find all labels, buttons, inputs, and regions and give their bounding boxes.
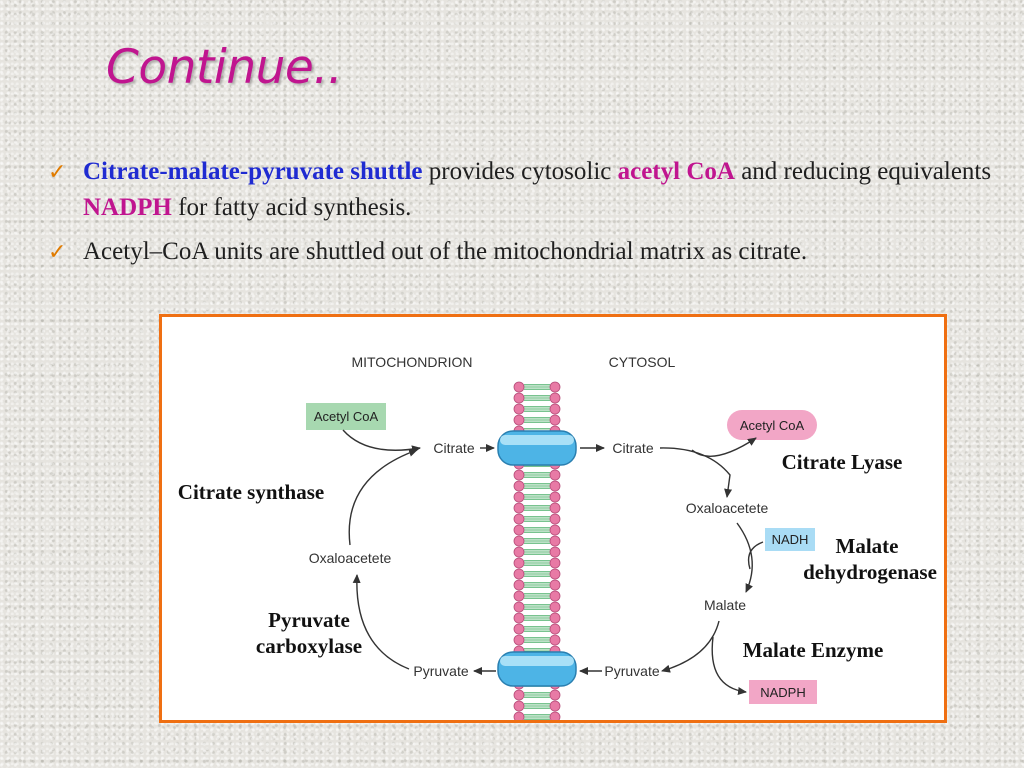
arrow — [711, 636, 747, 695]
lipid-head — [549, 491, 561, 503]
arrow — [352, 574, 410, 670]
lipid-head — [549, 557, 561, 569]
mitochondrion-label: MITOCHONDRION — [351, 354, 472, 370]
acetyl-coa-cyto: Acetyl CoA — [740, 418, 805, 433]
lipid-head — [549, 502, 561, 514]
lipid-head — [513, 700, 525, 712]
enzyme-pyruvate-carboxylase: Pyruvate — [268, 608, 350, 632]
lipid-head — [549, 513, 561, 525]
lipid-head — [549, 689, 561, 701]
enzyme-citrate-lyase: Citrate Lyase — [782, 450, 903, 474]
lipid-head — [549, 711, 561, 723]
lipid-head — [513, 546, 525, 558]
lipid-head — [549, 634, 561, 646]
arrow — [348, 448, 418, 546]
lipid-head — [513, 480, 525, 492]
lipid-head — [513, 634, 525, 646]
enzyme-malate-dehydrogenase: Malate — [836, 534, 899, 558]
acetyl-coa-mito: Acetyl CoA — [314, 409, 379, 424]
lipid-head — [513, 711, 525, 723]
lipid-head — [549, 612, 561, 624]
lipid-head — [513, 524, 525, 536]
nadh: NADH — [772, 532, 809, 547]
lipid-head — [549, 381, 561, 393]
lipid-head — [549, 524, 561, 536]
lipid-head — [513, 403, 525, 415]
bullet-text: NADPH — [83, 194, 172, 221]
transporter-highlight — [500, 435, 574, 445]
lipid-head — [549, 623, 561, 635]
enzyme-pyruvate-carboxylase: carboxylase — [256, 634, 362, 658]
bullet-text: and reducing equivalents — [734, 158, 992, 185]
lipid-head — [513, 502, 525, 514]
oxaloacetate-mito: Oxaloacetete — [309, 550, 392, 566]
lipid-head — [549, 392, 561, 404]
lipid-head — [549, 403, 561, 415]
enzyme-malate-enzyme: Malate Enzyme — [743, 638, 884, 662]
lipid-head — [513, 601, 525, 613]
bullet-text: for fatty acid synthesis. — [171, 194, 412, 221]
arrow — [747, 541, 764, 570]
lipid-head — [549, 590, 561, 602]
slide-title: Continue.. — [106, 40, 343, 95]
pyruvate-cyto: Pyruvate — [604, 663, 659, 679]
enzyme-citrate-synthase: Citrate synthase — [178, 480, 324, 504]
lipid-head — [513, 612, 525, 624]
lipid-head — [513, 535, 525, 547]
lipid-head — [549, 601, 561, 613]
oxaloacetate-cyto: Oxaloacetete — [686, 500, 769, 516]
transporter-highlight — [500, 656, 574, 666]
lipid-head — [549, 535, 561, 547]
lipid-head — [513, 557, 525, 569]
lipid-head — [513, 579, 525, 591]
citrate-mito: Citrate — [433, 440, 474, 456]
bullet-text: provides cytosolic — [422, 158, 618, 185]
lipid-head — [513, 469, 525, 481]
checkmark-icon: ✓ — [48, 159, 67, 184]
lipid-head — [549, 568, 561, 580]
lipid-head — [549, 546, 561, 558]
lipid-head — [513, 590, 525, 602]
lipid-head — [513, 689, 525, 701]
lipid-head — [549, 579, 561, 591]
shuttle-diagram: MITOCHONDRION CYTOSOL Acetyl CoA Acetyl … — [159, 314, 947, 723]
checkmark-icon: ✓ — [48, 239, 67, 264]
cytosol-label: CYTOSOL — [609, 354, 676, 370]
lipid-head — [549, 414, 561, 426]
acetyl-coa-mito-box — [306, 403, 386, 430]
nadph-box — [749, 680, 817, 704]
lipid-head — [549, 480, 561, 492]
citrate-cyto: Citrate — [612, 440, 653, 456]
enzyme-malate-dehydrogenase: dehydrogenase — [803, 560, 937, 584]
bullet-text: Acetyl–CoA units are shuttled out of the… — [83, 238, 808, 265]
bullet-text: acetyl CoA — [617, 158, 735, 185]
shuttle-diagram-svg: MITOCHONDRION CYTOSOL Acetyl CoA Acetyl … — [178, 354, 937, 723]
lipid-head — [549, 469, 561, 481]
lipid-head — [513, 568, 525, 580]
bullet-list: ✓ Citrate-malate-pyruvate shuttle provid… — [48, 154, 998, 278]
lipid-head — [513, 414, 525, 426]
pyruvate-mito: Pyruvate — [413, 663, 468, 679]
lipid-head — [513, 381, 525, 393]
arrow — [661, 620, 720, 673]
lipid-head — [513, 491, 525, 503]
arrow — [342, 429, 421, 454]
malate: Malate — [704, 597, 746, 613]
acetyl-coa-cyto-box — [727, 410, 817, 440]
bullet-item: ✓ Acetyl–CoA units are shuttled out of t… — [48, 234, 998, 270]
lipid-head — [513, 623, 525, 635]
lipid-head — [513, 513, 525, 525]
nadph: NADPH — [760, 685, 806, 700]
arrow — [691, 437, 757, 457]
bullet-item: ✓ Citrate-malate-pyruvate shuttle provid… — [48, 154, 998, 226]
bullet-text: Citrate-malate-pyruvate shuttle — [83, 158, 423, 185]
lipid-head — [513, 392, 525, 404]
lipid-head — [549, 700, 561, 712]
arrow — [736, 522, 753, 593]
nadh-box — [765, 528, 815, 551]
